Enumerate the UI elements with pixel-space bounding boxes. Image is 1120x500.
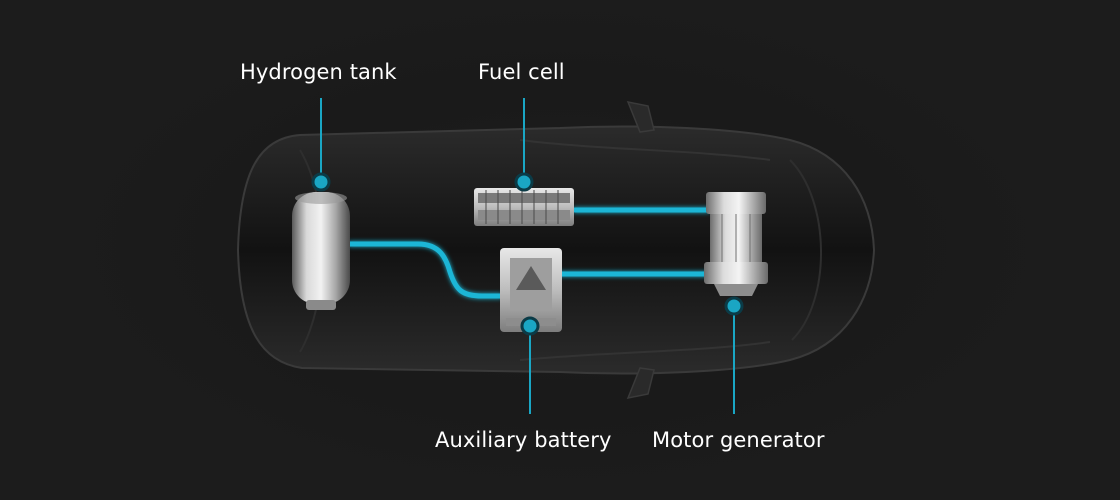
fuel-cell-graphic [474, 188, 574, 226]
pipe-tank-to-battery [347, 241, 503, 299]
leader-lines [320, 98, 735, 414]
label-auxiliary-battery: Auxiliary battery [435, 428, 612, 452]
marker-dot-battery [520, 316, 540, 336]
auxiliary-battery-graphic [500, 248, 562, 332]
energy-pipes [347, 207, 711, 299]
marker-dots [311, 172, 744, 336]
marker-dot-motor [724, 296, 744, 316]
marker-dot-hydrogen [311, 172, 331, 192]
hydrogen-tank-graphic [292, 192, 350, 310]
label-fuel-cell: Fuel cell [478, 60, 565, 84]
label-hydrogen-tank: Hydrogen tank [240, 60, 397, 84]
marker-dot-fuelcell [514, 172, 534, 192]
label-motor-generator: Motor generator [652, 428, 825, 452]
motor-generator-graphic [704, 192, 768, 296]
